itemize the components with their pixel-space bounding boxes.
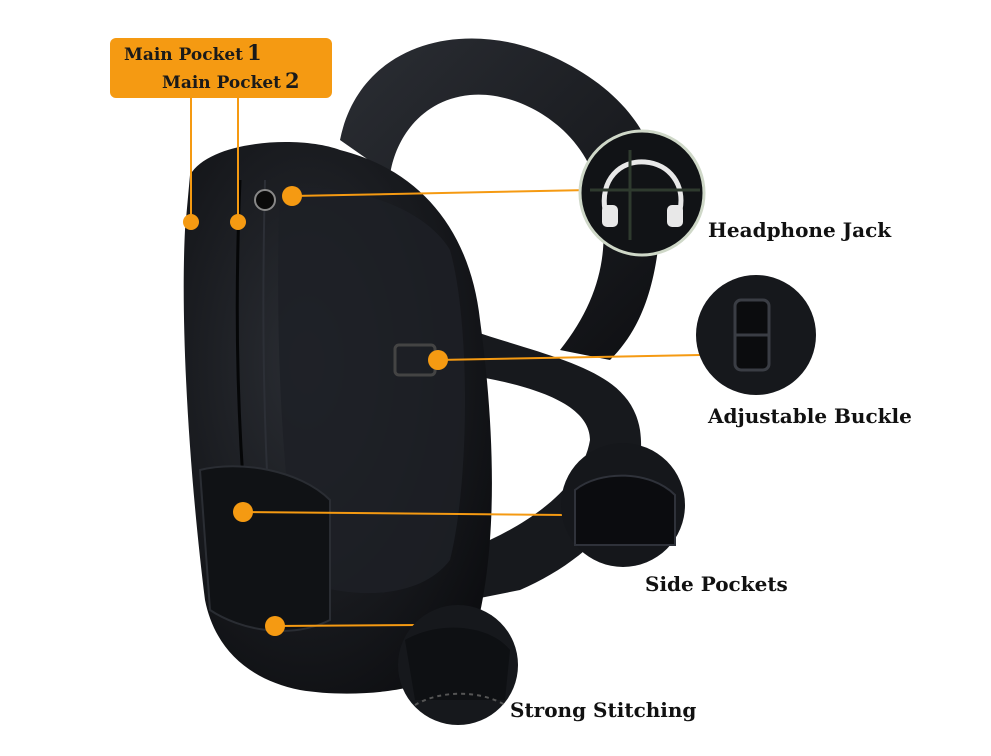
headphone-jack-label: Headphone Jack [708,218,892,242]
headphone-port [254,189,276,211]
detail-strong-stitching [398,605,518,725]
detail-headphone-jack [578,129,706,257]
side-mesh-pocket [198,465,331,632]
detail-side-pockets [561,443,685,567]
main-pocket-1-text: Main Pocket [124,45,244,65]
detail-adjustable-buckle [696,275,816,395]
adjustable-buckle-label: Adjustable Buckle [708,404,912,428]
main-pocket-2-text: Main Pocket [162,73,282,93]
side-pockets-label: Side Pockets [645,572,788,596]
back-panel [278,187,465,594]
shoulder-strap [340,38,662,360]
main-pocket-2-number: 2 [285,68,300,93]
callout-dots [183,186,448,636]
leader-lines [190,98,701,627]
strong-stitching-label: Strong Stitching [510,698,697,722]
main-pocket-1-number: 1 [247,40,262,65]
